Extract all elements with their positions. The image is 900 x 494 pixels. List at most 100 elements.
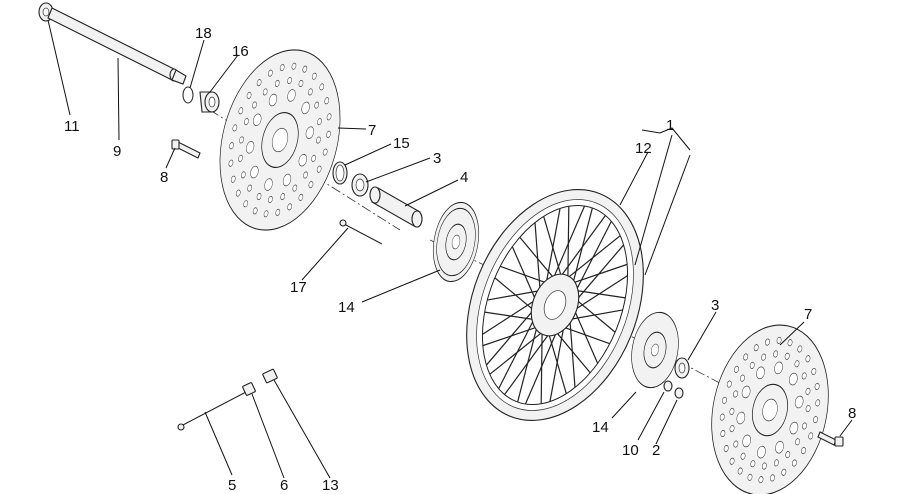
disc-hole: [287, 203, 292, 211]
disc-hole: [252, 101, 257, 109]
brake-disc-left-part: [219, 49, 341, 231]
hub-cover-left-part: [432, 201, 480, 283]
wheel-spoke: [543, 216, 563, 280]
disc-hole: [256, 193, 262, 200]
wheel-spoke: [571, 207, 593, 287]
disc-hole: [747, 473, 753, 481]
wheel-spoke: [540, 328, 543, 404]
disc-hole: [253, 113, 262, 127]
wheel-spoke: [485, 306, 537, 366]
disc-hole: [781, 468, 787, 476]
disc-hole: [733, 390, 738, 398]
wheel-spoke: [498, 315, 537, 389]
disc-hole: [765, 338, 770, 346]
disc-hole: [316, 165, 322, 173]
disc-hole: [794, 360, 800, 368]
wheel-spoke: [574, 297, 616, 333]
disc-hole: [292, 184, 298, 192]
callout-5: 5: [228, 477, 236, 494]
disc-hole: [722, 396, 727, 404]
wheel-spoke: [482, 297, 539, 335]
disc-hole: [311, 72, 317, 80]
disc-hole: [794, 395, 804, 409]
adjuster-nut-part: [262, 368, 278, 384]
disc-hole: [773, 350, 779, 358]
callout-15: 15: [393, 135, 410, 152]
disc-hole: [279, 64, 285, 72]
spacer-tube-part: [369, 186, 423, 228]
disc-hole: [729, 425, 735, 433]
disc-hole: [235, 189, 241, 197]
disc-hole: [761, 462, 767, 470]
disc-hole: [316, 136, 321, 144]
disc-hole: [729, 457, 735, 465]
circlip-part: [182, 86, 194, 104]
disc-hole: [789, 372, 798, 386]
disc-hole: [246, 91, 252, 99]
disc-hole: [314, 101, 320, 109]
callout-11: 11: [64, 118, 80, 135]
disc-hole: [805, 405, 811, 413]
wheel-spoke: [573, 289, 626, 299]
disc-hole: [805, 355, 811, 363]
callout-1: 1: [666, 117, 674, 134]
disc-hole: [326, 113, 332, 121]
disc-hole: [770, 474, 775, 482]
callout-4: 4: [460, 169, 468, 186]
disc-hole: [298, 80, 304, 87]
spacer-part: [199, 91, 220, 113]
wheel-spoke: [499, 265, 549, 285]
disc-hole: [245, 141, 255, 154]
disc-hole: [720, 430, 726, 438]
disc-hole: [743, 353, 749, 361]
disc-hole: [740, 452, 746, 460]
disc-hole: [789, 421, 799, 435]
disc-hole: [757, 445, 766, 459]
disc-hole: [244, 118, 249, 126]
disc-hole: [282, 173, 292, 187]
callout-7-right: 7: [804, 306, 812, 323]
disc-hole: [719, 413, 725, 421]
wheel-spoke: [567, 206, 570, 282]
disc-hole: [298, 153, 307, 167]
disc-hole: [247, 184, 252, 192]
bearing-upper-part: [351, 173, 369, 197]
disc-hole: [301, 101, 310, 115]
disc-hole: [274, 79, 280, 87]
brake-disc-right-part: [711, 324, 829, 494]
disc-hole: [726, 380, 732, 388]
disc-hole: [773, 459, 779, 467]
disc-hole: [750, 460, 756, 468]
disc-hole: [741, 385, 751, 399]
disc-hole: [802, 422, 807, 430]
disc-hole: [229, 142, 234, 150]
wheel-spoke: [573, 221, 612, 295]
wheel-spoke: [554, 329, 591, 374]
disc-hole: [280, 193, 286, 201]
callout-6: 6: [280, 477, 288, 494]
disc-hole: [737, 467, 743, 475]
callout-8-right: 8: [848, 405, 856, 422]
disc-hole: [784, 352, 790, 360]
disc-hole: [729, 407, 735, 415]
disc-hole: [238, 107, 244, 115]
callout-17: 17: [290, 279, 307, 296]
disc-hole: [324, 97, 330, 105]
callout-13: 13: [322, 477, 339, 494]
washer-part: [663, 380, 673, 392]
disc-hole: [815, 399, 821, 407]
disc-hole: [723, 445, 729, 453]
wheel-spoke: [573, 244, 625, 304]
disc-hole: [319, 83, 325, 91]
disc-hole: [232, 124, 238, 132]
callout-14-left: 14: [338, 299, 355, 316]
disc-hole: [298, 193, 304, 201]
callout-labels: 11 9 18 16 7 8 15 3 4 1 12 17 14 3 7 8 1…: [64, 25, 856, 494]
disc-hole: [287, 89, 296, 102]
disc-hole: [311, 154, 316, 162]
wheel-spoke: [519, 236, 556, 281]
disc-hole: [742, 434, 751, 448]
disc-hole: [268, 195, 273, 203]
disc-hole: [305, 126, 315, 139]
